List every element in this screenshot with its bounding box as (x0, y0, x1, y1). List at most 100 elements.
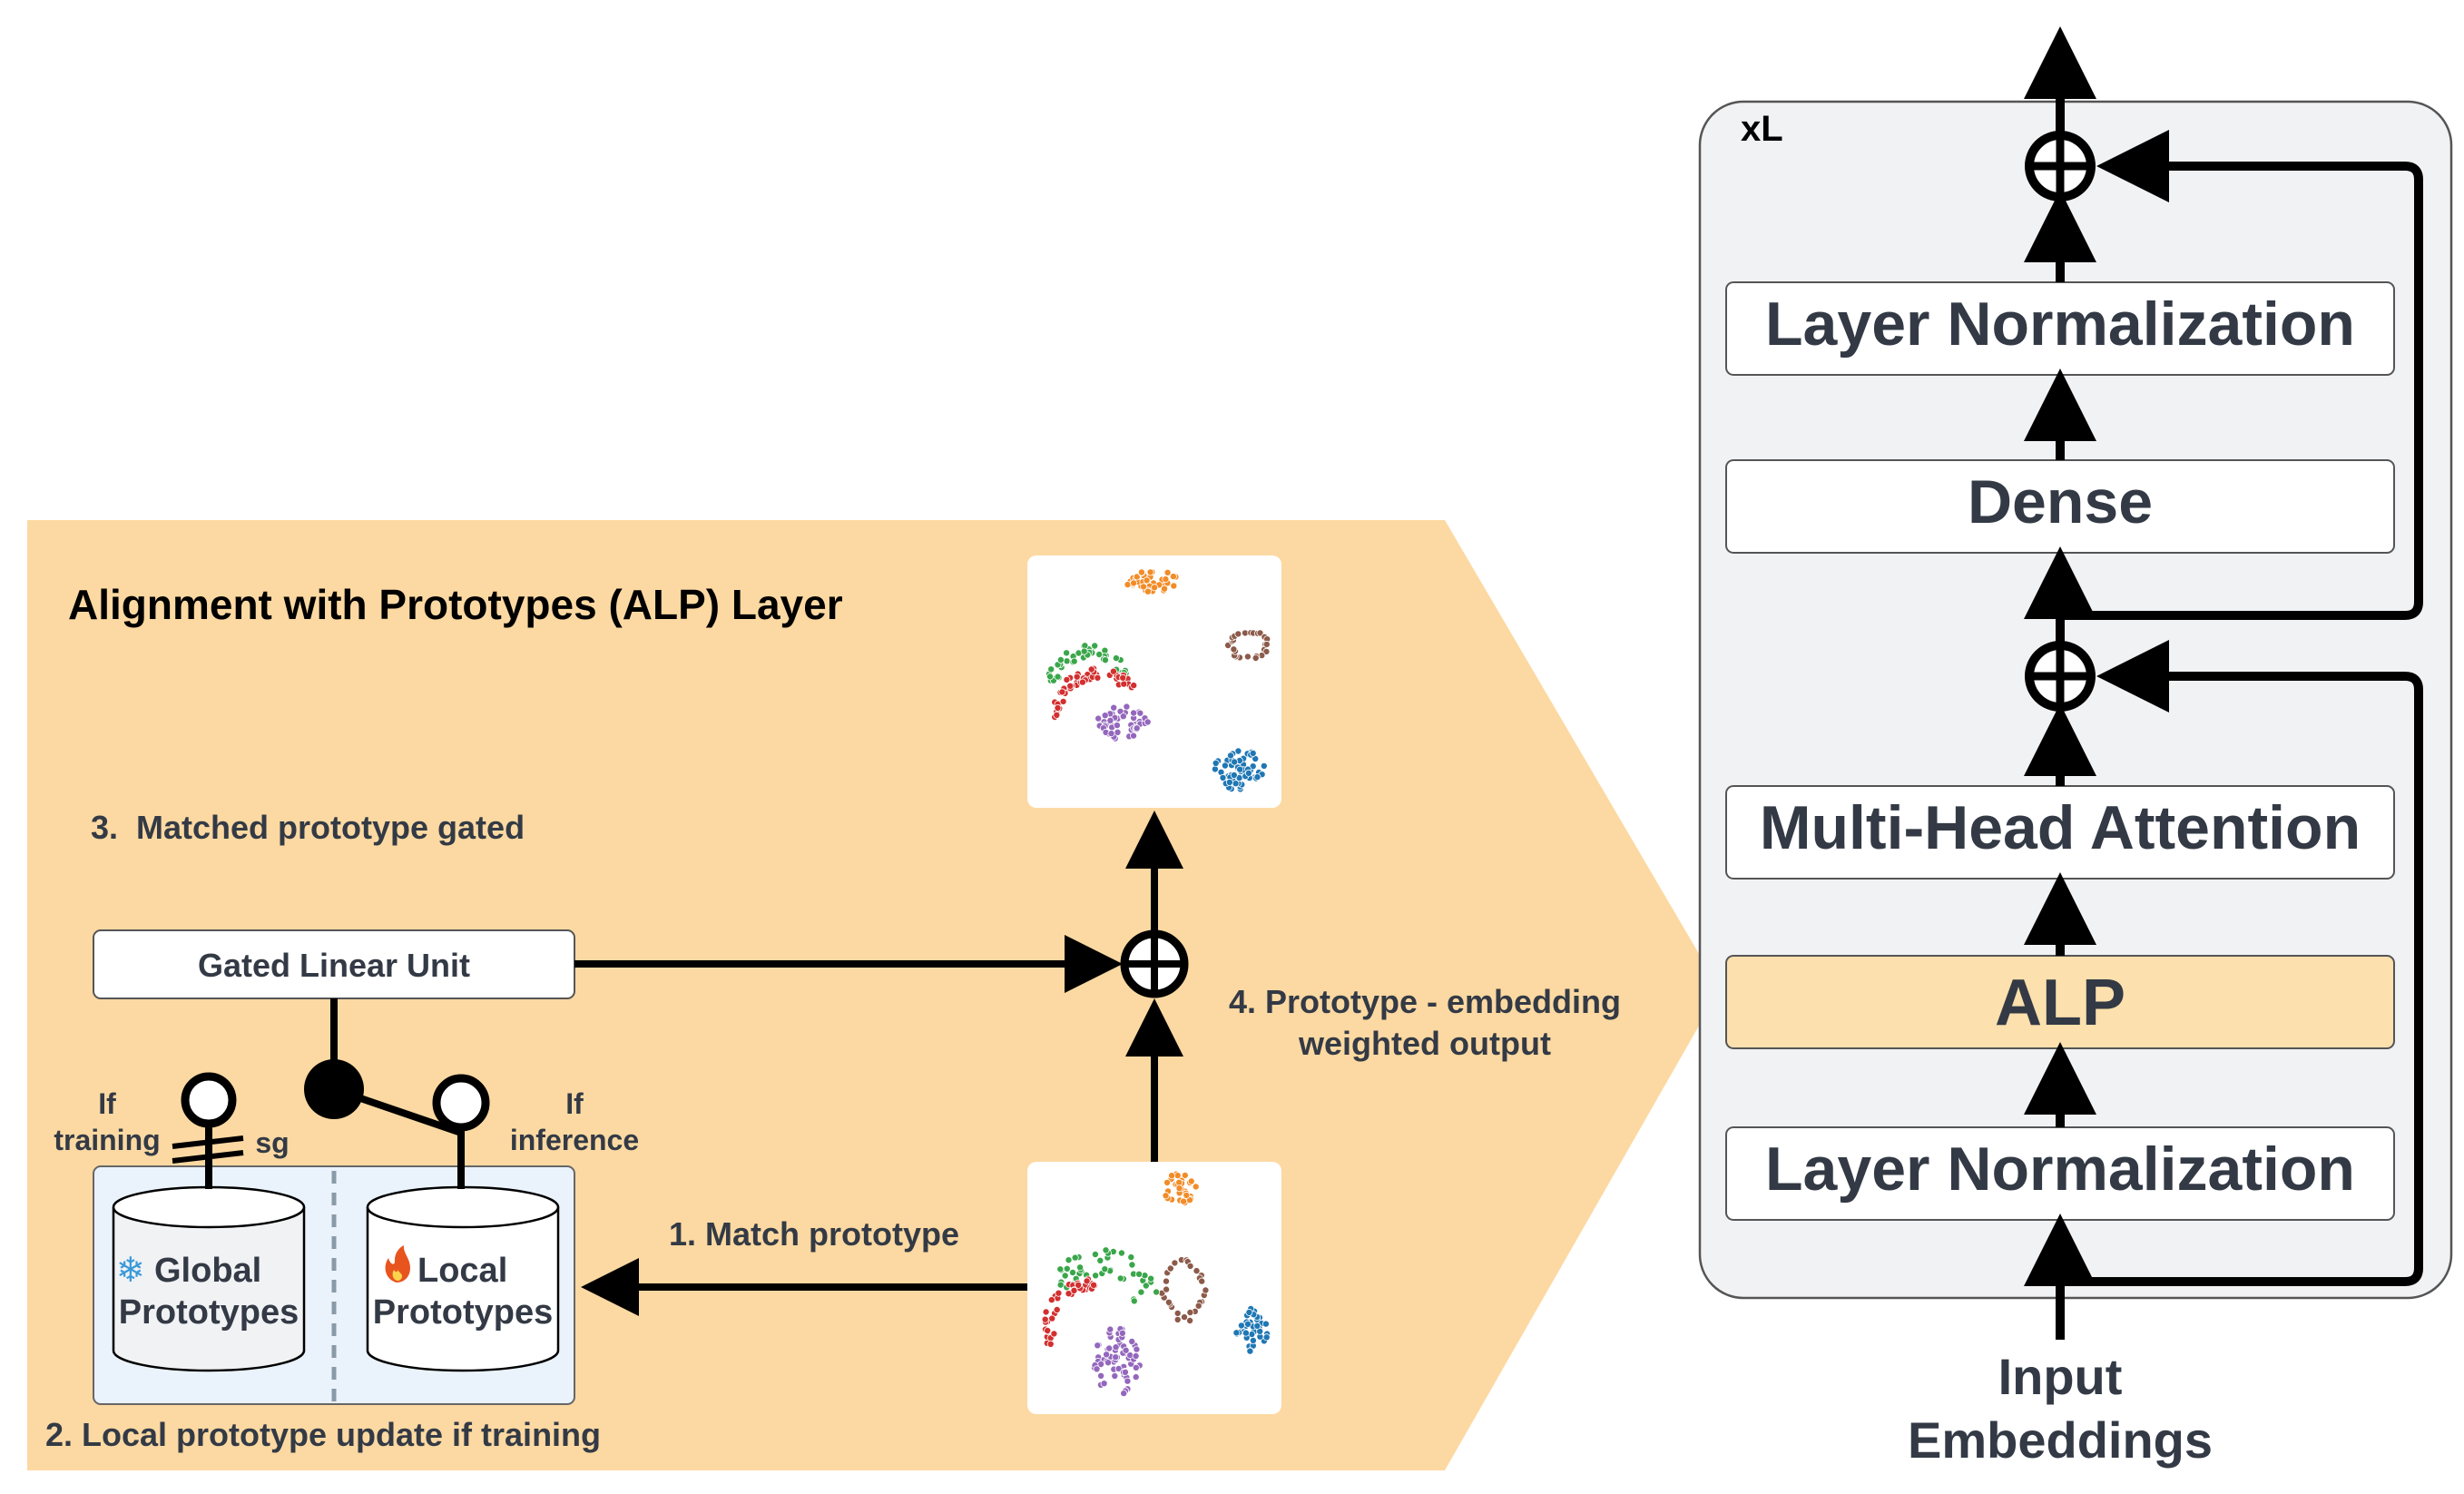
step4-label-line1: 4. Prototype - embedding (1229, 983, 1621, 1020)
cluster-point (1054, 673, 1062, 681)
cluster-point (1181, 1313, 1189, 1322)
residual-connection-2 (2060, 130, 2423, 620)
cluster-point (1130, 579, 1138, 587)
cluster-point (1236, 765, 1244, 773)
cluster-point (1249, 1336, 1257, 1344)
cluster-point (1120, 1390, 1128, 1398)
cluster-point (1047, 665, 1055, 673)
cluster-point (1198, 1277, 1206, 1285)
blue-cluster (1232, 1305, 1271, 1355)
local-label-line1: Local (417, 1252, 507, 1290)
cluster-point (1046, 1340, 1055, 1348)
cluster-point (1232, 1329, 1241, 1337)
cluster-point (1212, 759, 1220, 767)
cluster-point (1256, 629, 1264, 637)
cluster-point (1103, 1351, 1111, 1359)
cluster-point (1112, 1343, 1120, 1351)
cluster-point (1242, 1329, 1250, 1337)
cluster-point (1101, 712, 1109, 720)
cluster-point (1042, 1308, 1050, 1316)
cluster-point (1066, 682, 1075, 690)
local-label-line2: Prototypes (373, 1293, 553, 1332)
alp-sum-icon (1120, 929, 1189, 998)
cluster-point (1130, 732, 1138, 740)
cluster-point (1234, 630, 1242, 638)
cluster-point (1093, 1365, 1101, 1373)
cluster-point (1083, 1277, 1091, 1285)
cluster-point (1130, 682, 1138, 690)
cluster-point (1076, 1263, 1085, 1272)
cluster-point (1132, 1363, 1140, 1371)
cluster-point (1137, 1288, 1145, 1296)
cluster-point (1153, 1288, 1161, 1296)
cluster-point (1101, 1265, 1109, 1273)
glu-label: Gated Linear Unit (198, 947, 470, 984)
cluster-point (1136, 709, 1144, 717)
input-clusters (1041, 1170, 1271, 1398)
orange-cluster (1162, 1170, 1200, 1207)
sg-label: sg (255, 1126, 289, 1159)
cluster-point (1102, 1246, 1110, 1254)
training-terminal (181, 1072, 237, 1128)
cluster-point (1048, 1314, 1056, 1322)
cluster-point (1162, 575, 1170, 584)
cluster-point (1095, 651, 1104, 659)
cluster-point (1124, 581, 1132, 589)
cluster-point (1112, 654, 1120, 663)
cluster-point (1118, 1329, 1126, 1337)
layer-norm-bottom-label: Layer Normalization (1765, 1135, 2355, 1204)
switch-mechanism (172, 998, 490, 1189)
cluster-point (1112, 1353, 1120, 1361)
cluster-point (1090, 1281, 1098, 1289)
cluster-point (1055, 1289, 1063, 1297)
cluster-point (1262, 640, 1271, 648)
cluster-point (1231, 758, 1239, 766)
cluster-point (1183, 1191, 1191, 1199)
cluster-point (1128, 1261, 1136, 1269)
inference-terminal (432, 1074, 490, 1132)
cluster-point (1202, 1286, 1210, 1294)
cluster-point (1132, 1373, 1140, 1381)
cluster-point (1063, 657, 1071, 665)
cluster-point (1230, 772, 1238, 780)
switch-pivot (304, 1059, 364, 1119)
snowflake-icon: ❄ (116, 1252, 145, 1290)
cluster-point (1181, 1171, 1189, 1179)
transformer-block: xL Layer Normalization Dense Multi-Head … (1698, 26, 2453, 1469)
cluster-point (1146, 568, 1154, 576)
cluster-point (1111, 1372, 1119, 1381)
fire-icon (385, 1245, 410, 1283)
repeat-label: xL (1741, 109, 1783, 149)
cluster-point (1053, 711, 1061, 719)
cluster-point (1059, 697, 1067, 705)
alp-panel: Alignment with Prototypes (ALP) Layer 3.… (27, 520, 1720, 1470)
cluster-point (1186, 1262, 1194, 1270)
cluster-point (1161, 585, 1169, 593)
cluster-point (1078, 678, 1086, 686)
cluster-point (1044, 1327, 1052, 1335)
cluster-point (1127, 1253, 1135, 1262)
cluster-point (1100, 1380, 1108, 1388)
cluster-point (1110, 703, 1118, 712)
cluster-point (1162, 1192, 1170, 1200)
cluster-point (1063, 675, 1071, 683)
cluster-point (1056, 656, 1065, 664)
cluster-point (1065, 1256, 1073, 1264)
cluster-point (1063, 649, 1071, 657)
dense-label: Dense (1968, 467, 2153, 536)
layer-norm-top-label: Layer Normalization (1765, 290, 2355, 359)
residual-sum-icon-2 (2025, 131, 2096, 201)
cluster-point (1107, 730, 1115, 738)
cluster-point (1097, 1371, 1105, 1380)
cluster-point (1119, 713, 1127, 721)
global-prototypes-cylinder (112, 1185, 306, 1372)
cluster-point (1096, 1256, 1104, 1264)
cluster-point (1211, 765, 1219, 773)
output-embedding-plot (1027, 555, 1281, 808)
alp-box-label: ALP (1995, 967, 2125, 1039)
residual-connection-1 (2060, 640, 2423, 1286)
cluster-point (1114, 728, 1122, 736)
cluster-point (1244, 1320, 1252, 1328)
cluster-point (1105, 1344, 1114, 1352)
cluster-point (1253, 1322, 1261, 1330)
